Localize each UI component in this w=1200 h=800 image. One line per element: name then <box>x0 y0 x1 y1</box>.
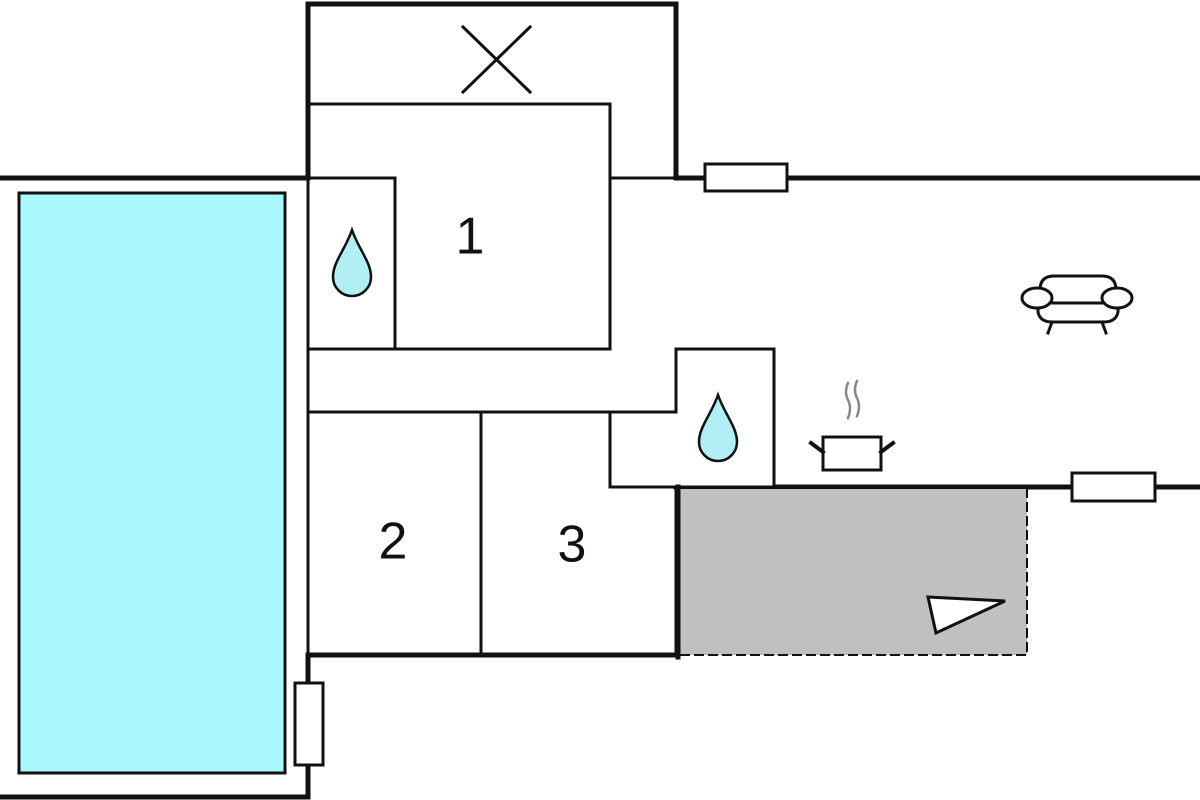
room-1-label: 1 <box>456 208 485 266</box>
outer-wall <box>0 1 1200 181</box>
cross-icon <box>460 24 533 95</box>
room-2-label: 2 <box>379 513 408 571</box>
water-drop-icon <box>331 226 373 298</box>
water-drop-icon <box>697 391 739 463</box>
window-icon <box>1070 471 1157 503</box>
terrace-edge <box>677 488 1028 656</box>
window-icon <box>293 681 325 767</box>
terrace-arrow-icon <box>926 595 1006 636</box>
sofa-icon <box>1020 274 1134 335</box>
cooking-pot-icon <box>808 379 896 472</box>
room-3-label: 3 <box>558 516 587 574</box>
window-icon <box>703 162 789 193</box>
terrace <box>678 489 1027 655</box>
bathroom-2 <box>608 347 776 489</box>
swimming-pool <box>17 191 287 775</box>
